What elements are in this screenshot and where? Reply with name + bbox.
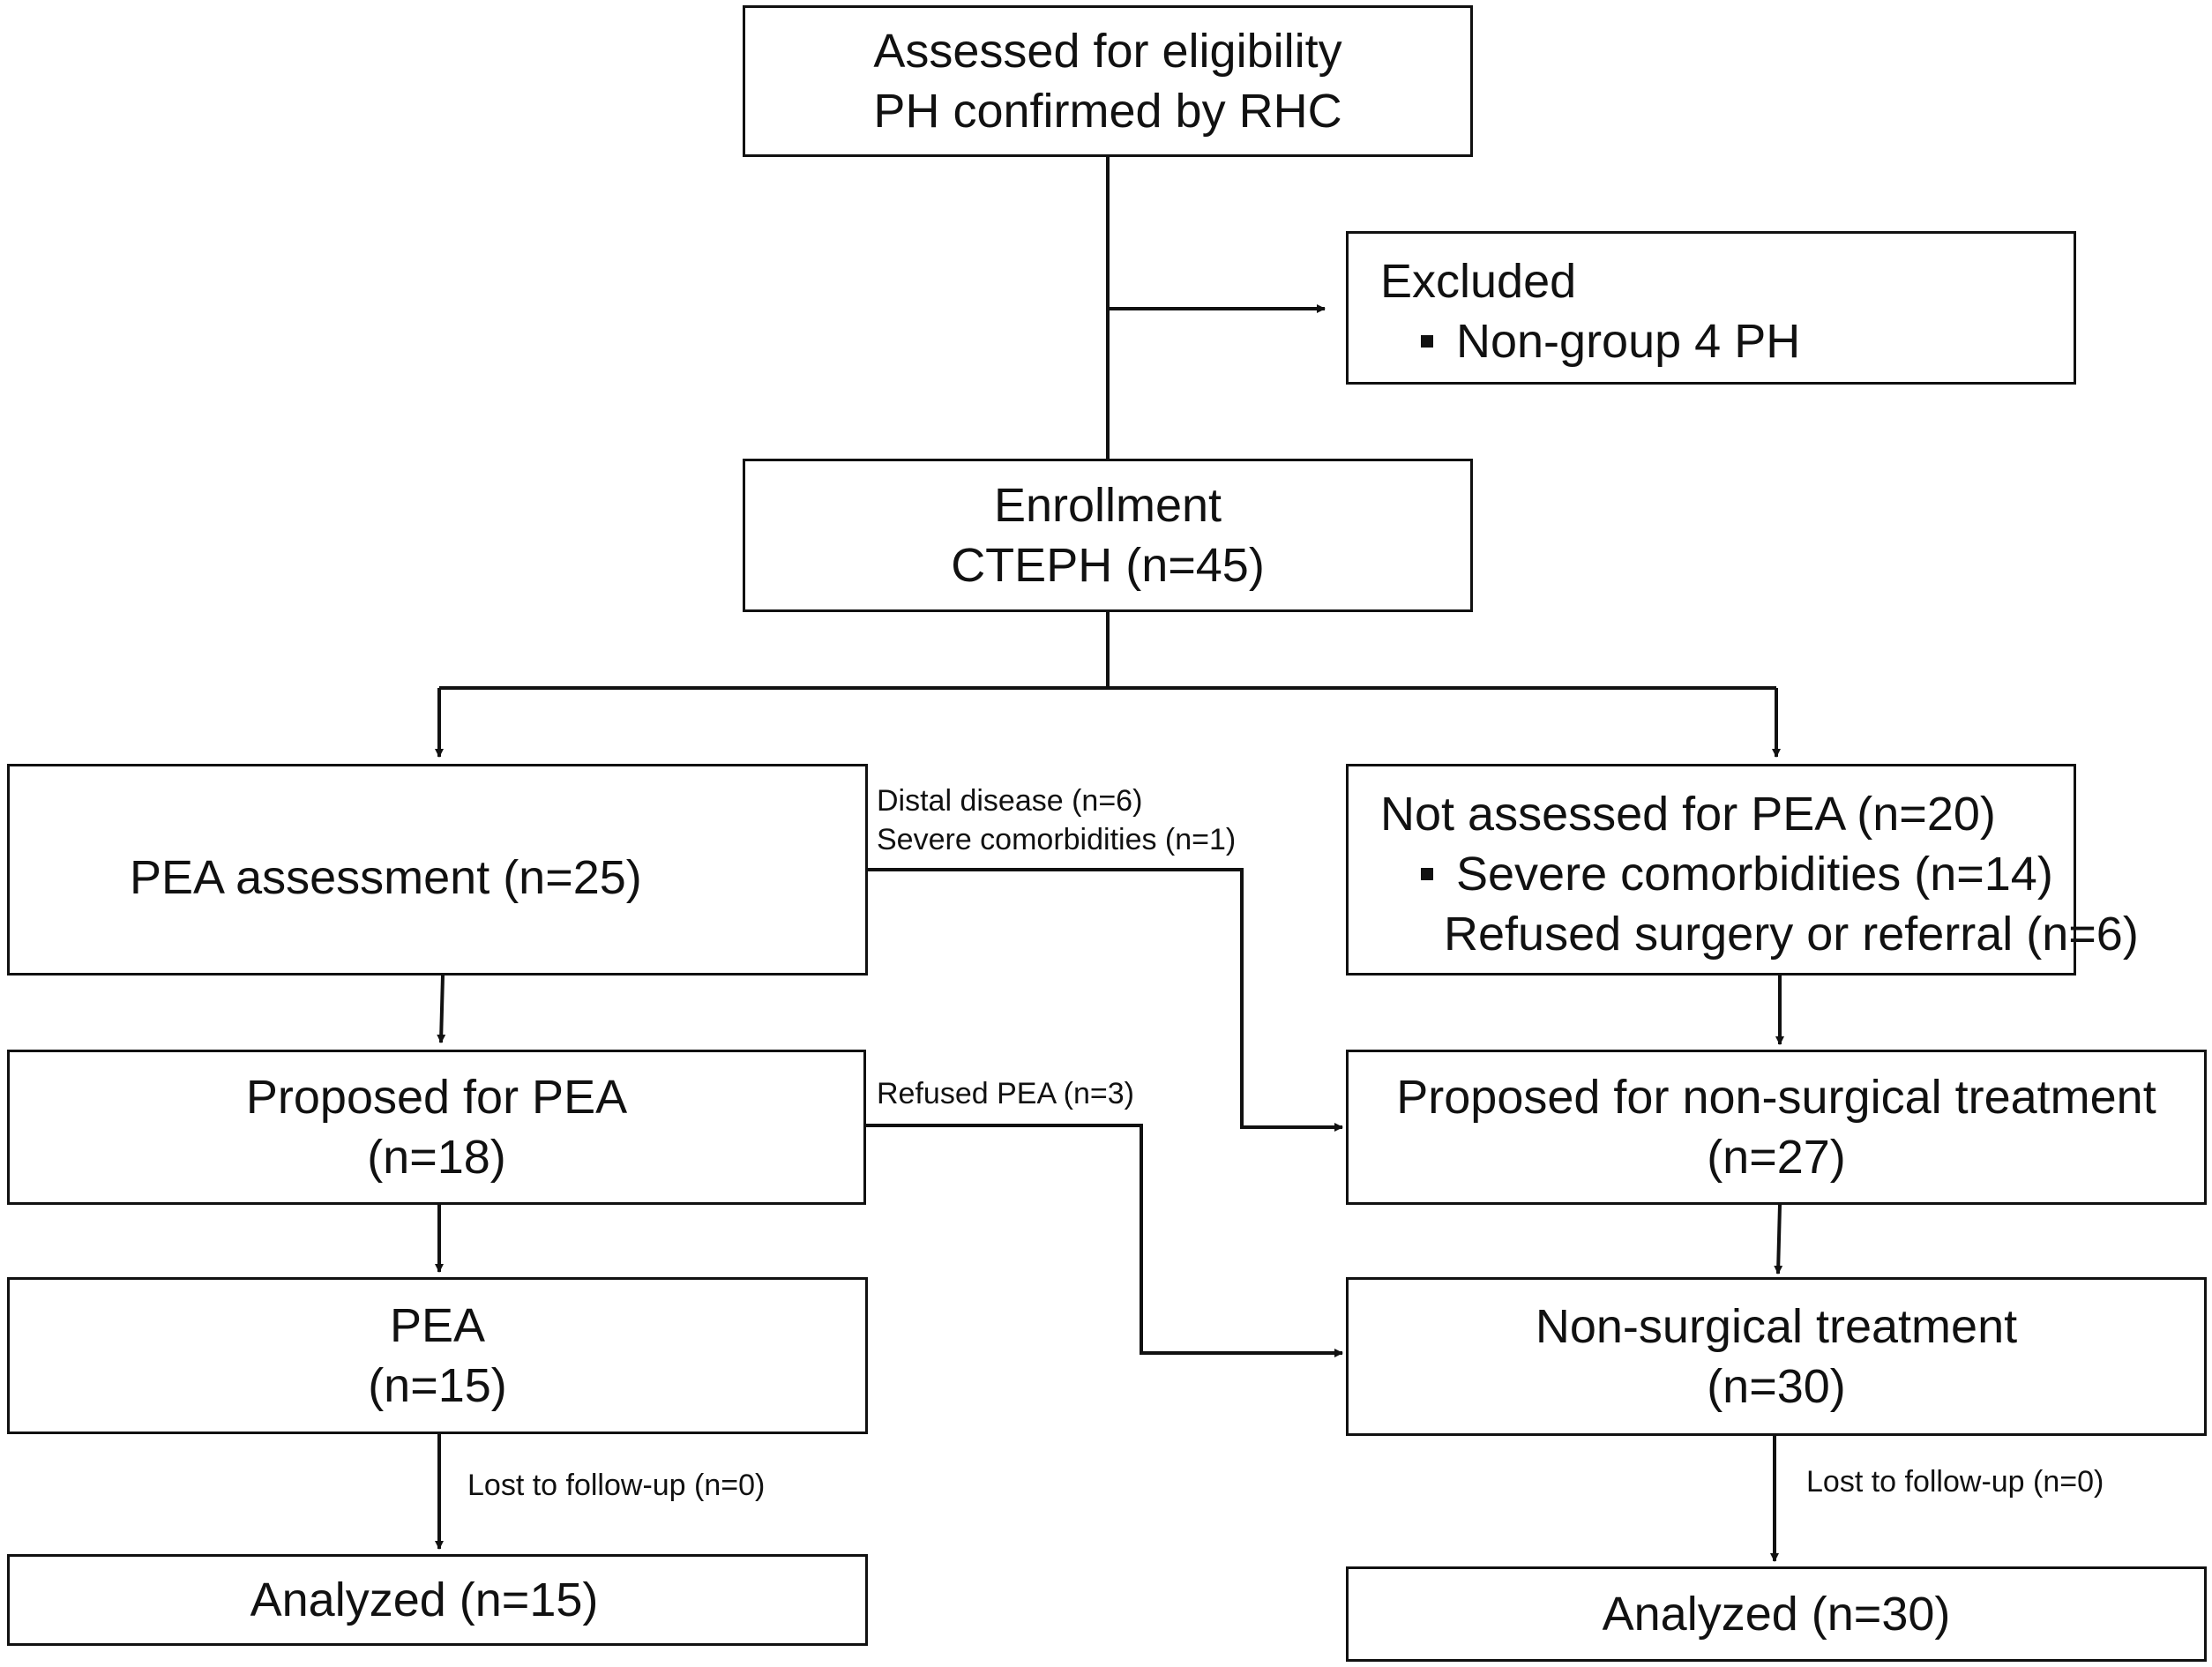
- note-distal-disease: Distal disease (n=6): [877, 784, 1143, 818]
- proposed-pea-line-2: (n=18): [367, 1131, 506, 1184]
- note-lost-left: Lost to follow-up (n=0): [467, 1469, 766, 1502]
- excluded-title: Excluded: [1380, 255, 1577, 308]
- eligibility-line-2: PH confirmed by RHC: [873, 85, 1342, 138]
- excluded-item-label: Non-group 4 PH: [1456, 315, 1801, 368]
- pea-assessment-label: PEA assessment (n=25): [130, 851, 642, 904]
- proposed-nonsurgical-box: Proposed for non-surgical treatment (n=2…: [1346, 1050, 2207, 1205]
- arrow-pea-assessment-to-proposed-nonsurgical: [868, 868, 1343, 1132]
- arrow-proposed-pea-to-nonsurgical: [866, 1124, 1343, 1357]
- pea-assessment-box: PEA assessment (n=25): [7, 764, 868, 976]
- not-assessed-item: Refused surgery or referral (n=6): [1380, 904, 2139, 964]
- excluded-item: Non-group 4 PH: [1380, 311, 2074, 371]
- note-severe-comorbidities: Severe comorbidities (n=1): [877, 823, 1237, 856]
- eligibility-box: Assessed for eligibility PH confirmed by…: [743, 5, 1473, 157]
- analyzed-right-label: Analyzed (n=30): [1602, 1588, 1951, 1641]
- not-assessed-box: Not assessed for PEA (n=20) Severe comor…: [1346, 764, 2139, 976]
- nonsurgical-box: Non-surgical treatment (n=30): [1346, 1277, 2207, 1436]
- proposed-nonsurgical-line-2: (n=27): [1707, 1131, 1846, 1184]
- pea-line-1: PEA: [389, 1299, 486, 1352]
- analyzed-left-box: Analyzed (n=15): [7, 1554, 868, 1646]
- proposed-pea-line-1: Proposed for PEA: [245, 1071, 628, 1124]
- not-assessed-item-label: Refused surgery or referral (n=6): [1444, 908, 2139, 961]
- bullet-icon: [1421, 868, 1433, 880]
- not-assessed-title: Not assessed for PEA (n=20): [1380, 788, 1996, 841]
- bullet-icon: [1421, 335, 1433, 348]
- analyzed-left-label: Analyzed (n=15): [250, 1574, 599, 1626]
- arrow-to-nonsurgical: [1774, 1204, 1783, 1275]
- excluded-box: Excluded Non-group 4 PH: [1346, 231, 2076, 385]
- enrollment-line-1: Enrollment: [993, 479, 1222, 532]
- proposed-pea-box: Proposed for PEA (n=18): [7, 1050, 866, 1205]
- eligibility-line-1: Assessed for eligibility: [873, 25, 1342, 78]
- pea-line-2: (n=15): [368, 1359, 507, 1412]
- not-assessed-item: Severe comorbidities (n=14): [1380, 844, 2074, 904]
- enrollment-box: Enrollment CTEPH (n=45): [743, 459, 1473, 612]
- arrow-to-proposed-pea: [437, 975, 446, 1043]
- not-assessed-item-label: Severe comorbidities (n=14): [1456, 848, 2053, 901]
- nonsurgical-line-2: (n=30): [1707, 1360, 1846, 1413]
- enrollment-line-2: CTEPH (n=45): [951, 539, 1265, 592]
- nonsurgical-line-1: Non-surgical treatment: [1535, 1300, 2018, 1353]
- note-lost-right: Lost to follow-up (n=0): [1806, 1465, 2104, 1499]
- pea-box: PEA (n=15): [7, 1277, 868, 1434]
- proposed-nonsurgical-line-1: Proposed for non-surgical treatment: [1396, 1071, 2156, 1124]
- analyzed-right-box: Analyzed (n=30): [1346, 1566, 2207, 1662]
- note-refused-pea: Refused PEA (n=3): [877, 1077, 1135, 1110]
